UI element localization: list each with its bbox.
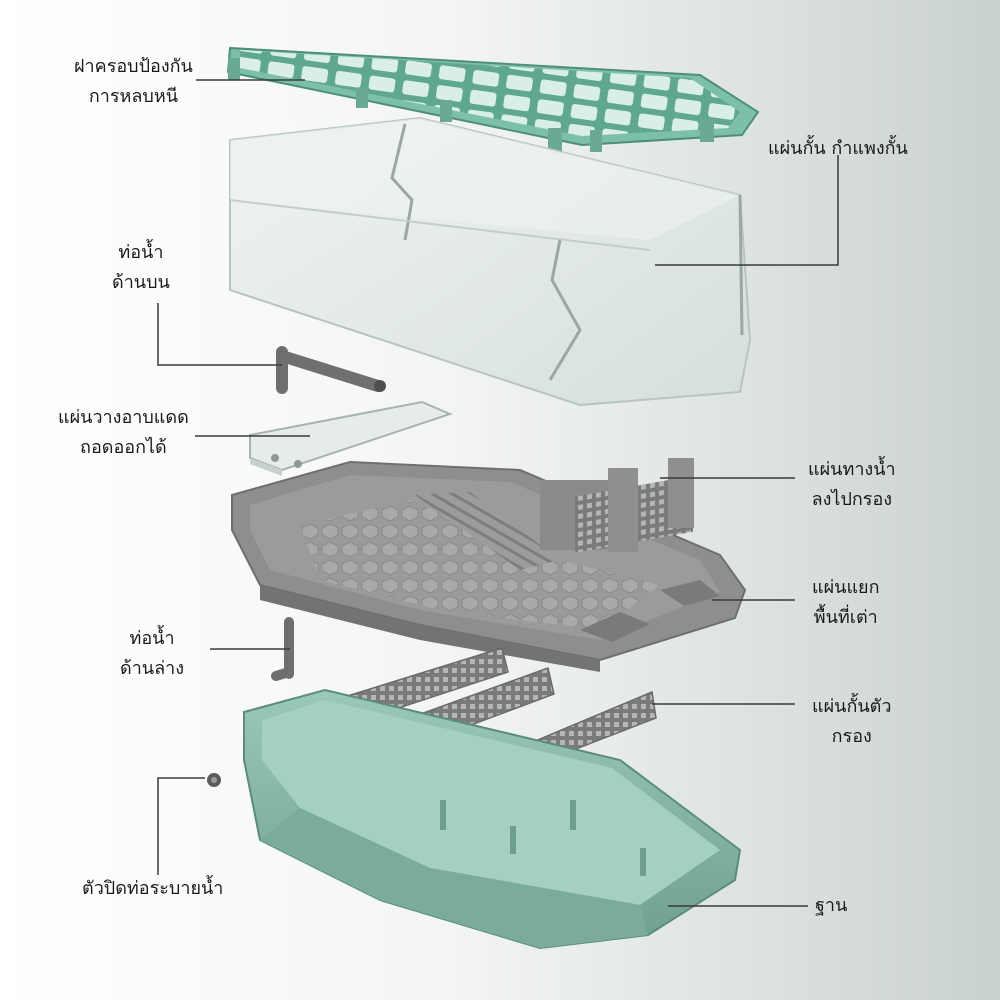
drain-plug	[207, 773, 221, 787]
water-channel-plate	[575, 458, 694, 553]
label-base: ฐาน	[815, 895, 848, 916]
label-wall-partition: แผ่นกั้น กำแพงกั้น	[768, 138, 908, 159]
label-drain-plug: ตัวปิดท่อระบายน้ำ	[82, 878, 224, 899]
label-lower-pipe: ท่อน้ำ ด้านล่าง	[120, 628, 185, 679]
escape-lid	[226, 46, 760, 154]
label-upper-pipe: ท่อน้ำ ด้านบน	[112, 242, 170, 293]
label-water-channel-plate: แผ่นทางน้ำ ลงไปกรอง	[808, 459, 896, 510]
label-filter-partition: แผ่นกั้นตัว กรอง	[812, 696, 892, 747]
basking-plate	[249, 400, 453, 476]
label-escape-lid: ฝาครอบป้องกัน การหลบหนี	[74, 56, 193, 107]
base	[243, 688, 742, 950]
leader-lines	[157, 79, 839, 907]
lower-pipe	[271, 617, 294, 681]
label-basking-plate: แผ่นวางอาบแดด ถอดออกได้	[58, 407, 189, 458]
acrylic-wall	[229, 116, 752, 407]
upper-pipe	[276, 346, 386, 394]
label-turtle-area-divider: แผ่นแยก พื้นที่เต่า	[812, 577, 880, 628]
